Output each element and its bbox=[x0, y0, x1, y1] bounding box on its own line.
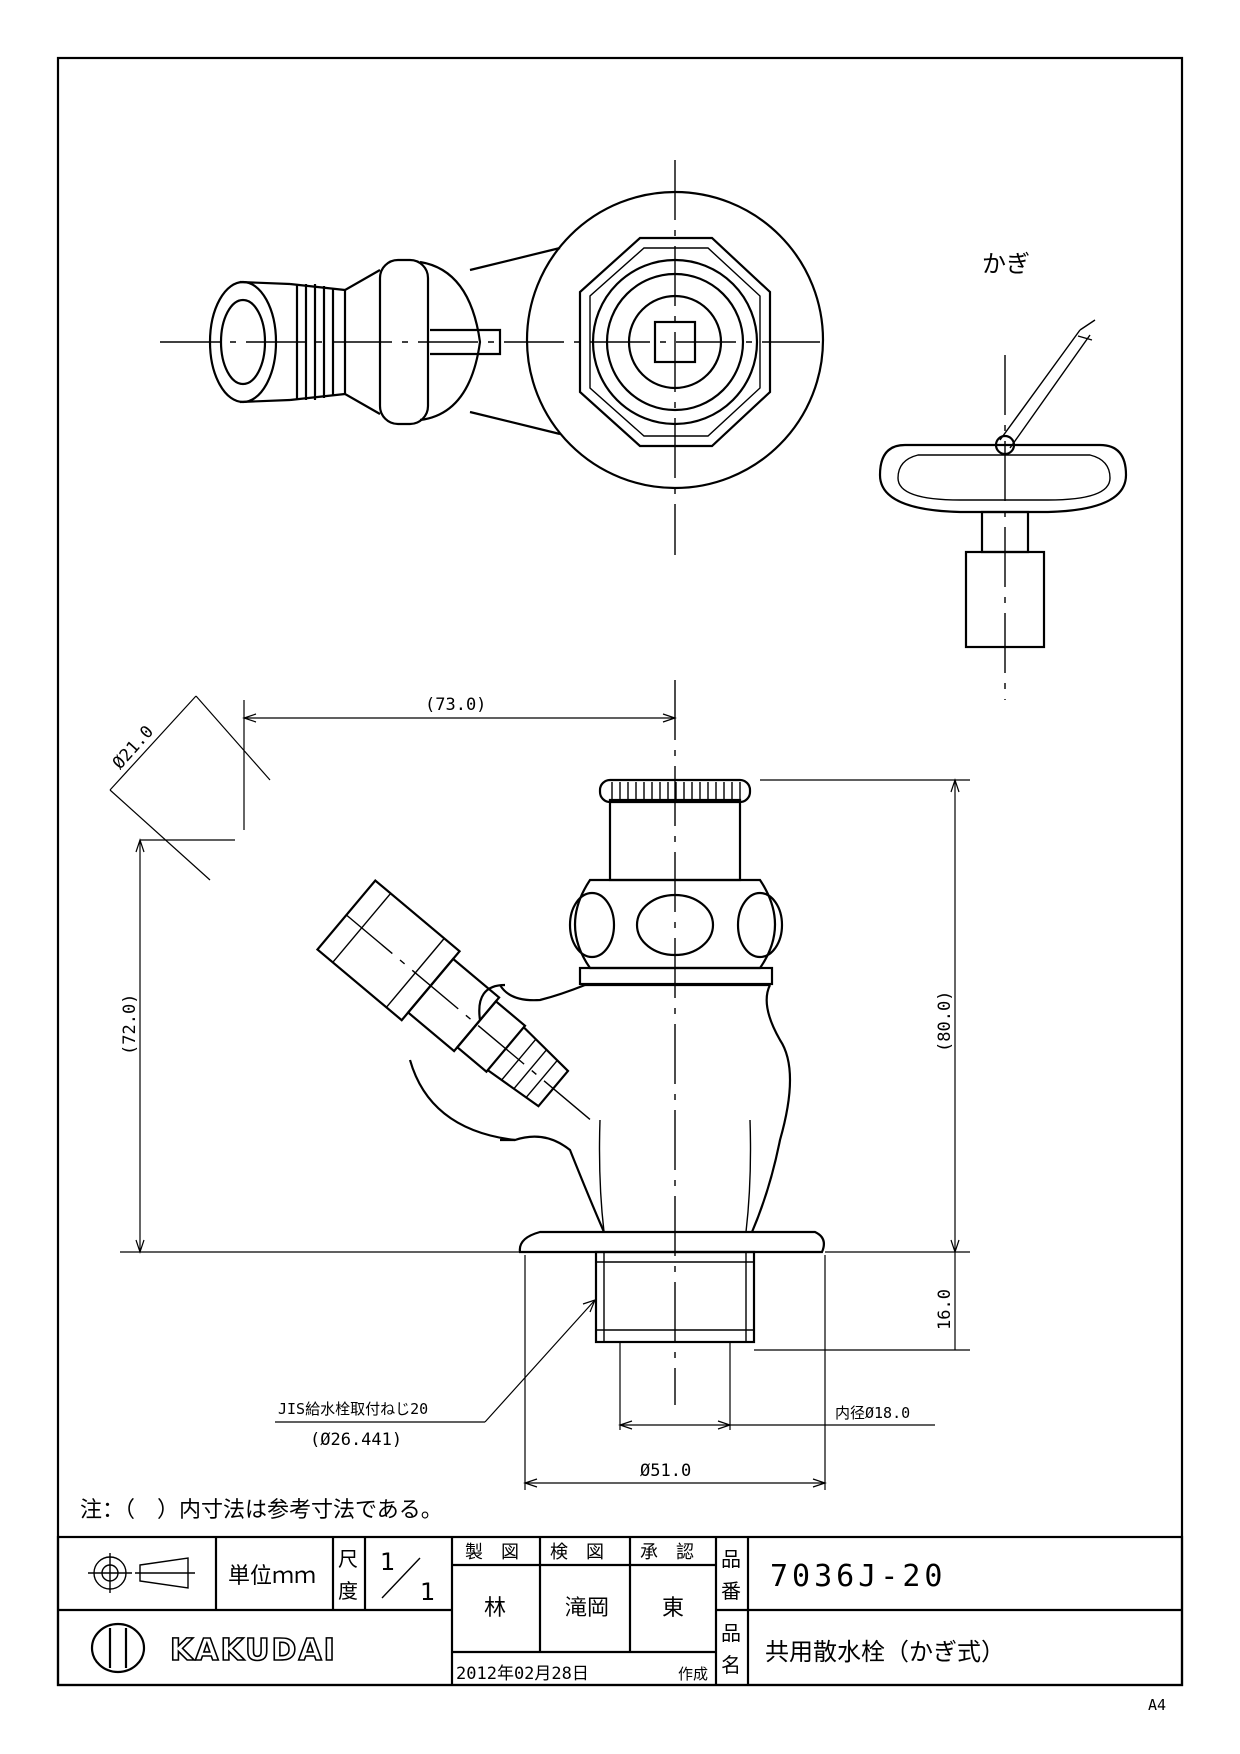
dim-hose-dia: Ø21.0 bbox=[109, 722, 158, 773]
part-name-label-2: 名 bbox=[721, 1653, 741, 1677]
checked-by: 滝岡 bbox=[565, 1596, 609, 1621]
created-label: 作成 bbox=[678, 1665, 708, 1683]
dim-16: 16.0 bbox=[935, 1289, 955, 1330]
scale-label-1: 尺 bbox=[338, 1547, 358, 1571]
drafted-by: 林 bbox=[484, 1596, 506, 1621]
thread-ref: (Ø26.441) bbox=[310, 1430, 402, 1450]
dim-flange-dia: Ø51.0 bbox=[640, 1461, 691, 1481]
approved-header: 承 認 bbox=[640, 1542, 694, 1563]
key-view: かぎ bbox=[878, 250, 1128, 700]
projection-symbol-icon bbox=[88, 1553, 195, 1593]
part-no-label-1: 品 bbox=[721, 1547, 741, 1571]
part-name-label-1: 品 bbox=[721, 1621, 741, 1645]
approved-by: 東 bbox=[662, 1596, 684, 1621]
dim-72: (72.0) bbox=[120, 994, 140, 1055]
scale-numerator: 1 bbox=[380, 1548, 395, 1576]
part-name: 共用散水栓（かぎ式） bbox=[765, 1638, 1005, 1666]
scale-label-2: 度 bbox=[338, 1579, 358, 1603]
drawing-note: 注：（ ）内寸法は参考寸法である。 bbox=[80, 1498, 443, 1523]
part-no-label-2: 番 bbox=[721, 1579, 741, 1603]
unit-label: 単位ｍｍ bbox=[228, 1564, 316, 1589]
dim-73: (73.0) bbox=[425, 695, 486, 715]
kakudai-logo-icon: KAKUDAI bbox=[90, 1622, 337, 1674]
scale-denominator: 1 bbox=[420, 1578, 435, 1606]
part-number: 7036J-20 bbox=[770, 1559, 947, 1594]
dimension-texts: (73.0) Ø21.0 (72.0) (80.0) 16.0 内径Ø18.0 … bbox=[80, 695, 955, 1523]
drafted-header: 製 図 bbox=[465, 1542, 519, 1563]
title-block: KAKUDAI 単位ｍｍ 尺 度 1 1 製 図 検 図 承 認 林 滝岡 東 … bbox=[56, 1535, 1184, 1687]
front-view bbox=[315, 680, 825, 1405]
brand-name: KAKUDAI bbox=[170, 1633, 337, 1668]
dim-80: (80.0) bbox=[935, 991, 955, 1052]
top-view bbox=[160, 160, 825, 555]
thread-spec: JIS給水栓取付ねじ20 bbox=[278, 1400, 428, 1418]
creation-date: 2012年02月28日 bbox=[456, 1664, 589, 1684]
key-label: かぎ bbox=[982, 250, 1030, 278]
dimension-lines bbox=[109, 695, 970, 1490]
sheet-size: A4 bbox=[1148, 1696, 1166, 1714]
checked-header: 検 図 bbox=[550, 1542, 604, 1563]
dim-inner-dia: 内径Ø18.0 bbox=[835, 1404, 910, 1422]
